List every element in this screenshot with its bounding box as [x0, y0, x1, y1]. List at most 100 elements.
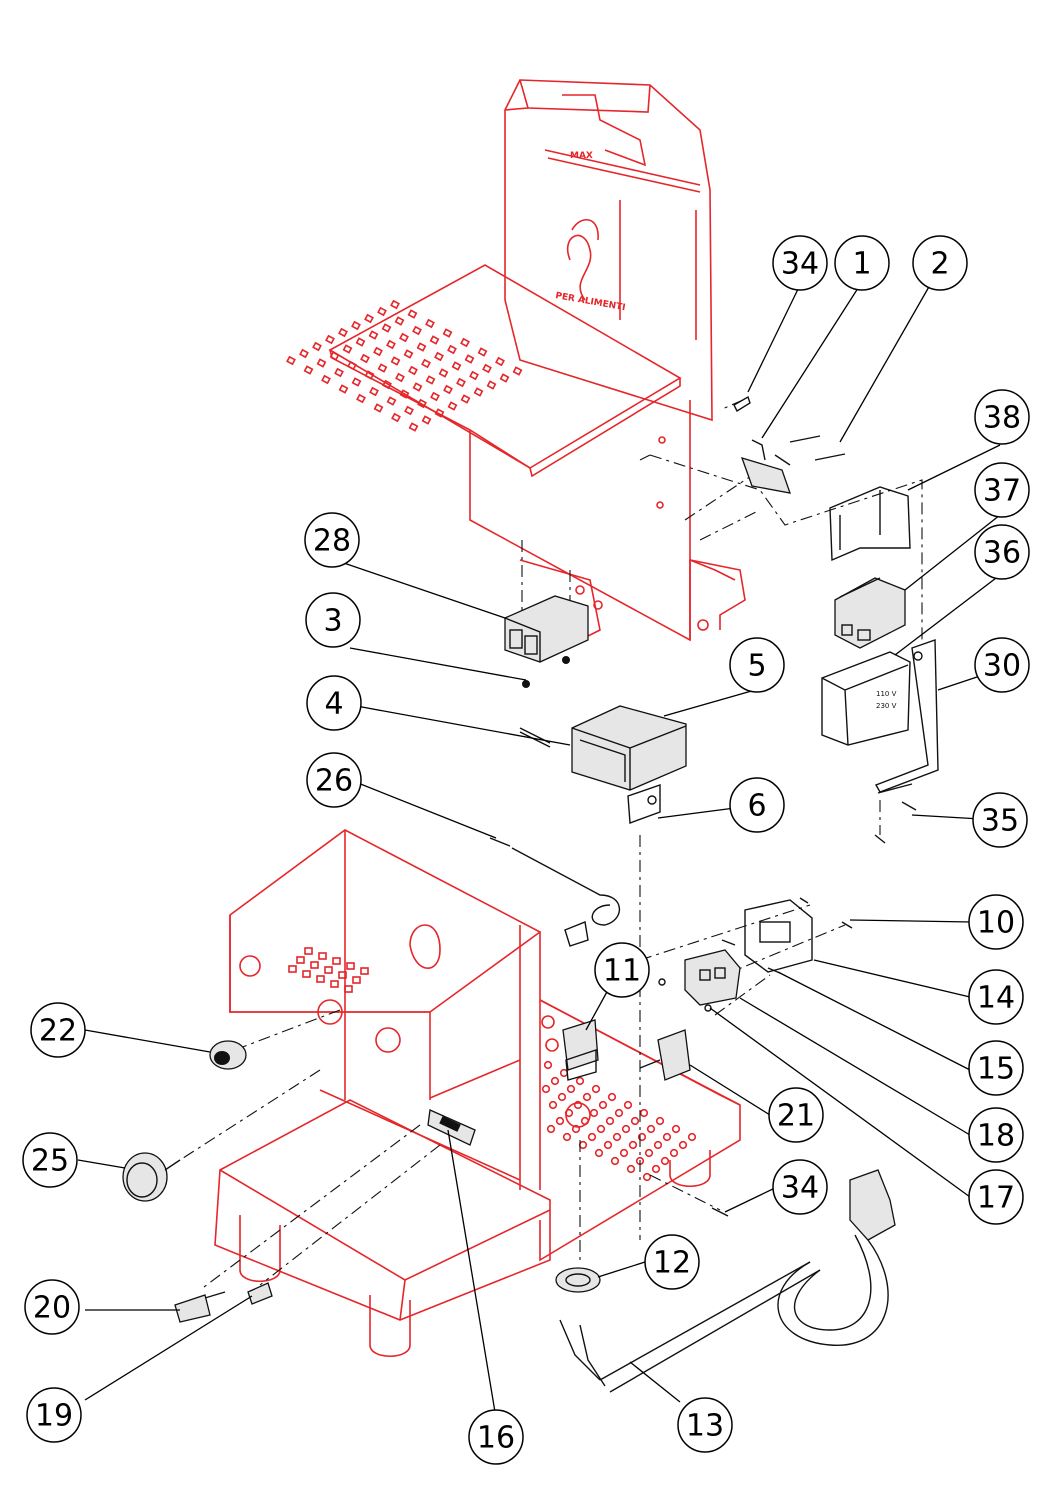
grille-square [288, 965, 297, 973]
base-hole [562, 1132, 572, 1142]
tray-hole [321, 374, 331, 385]
callout-c17: 17 [968, 1169, 1024, 1225]
callout-c16: 16 [468, 1409, 524, 1465]
tray-hole [399, 389, 410, 399]
callout-circle [834, 235, 890, 291]
base-plate-holes [541, 1060, 697, 1182]
callout-c5: 5 [729, 637, 785, 693]
callout-circle [24, 1279, 80, 1335]
tray-hole [443, 384, 453, 395]
grille-square [324, 966, 333, 974]
tray-hole [412, 382, 423, 392]
grille-square [346, 962, 355, 970]
callout-number: 17 [977, 1181, 1015, 1216]
callout-circle [26, 1387, 82, 1443]
tray-hole [360, 353, 370, 364]
tray-hole [351, 377, 362, 387]
tray-hole [356, 393, 366, 404]
grille-square [316, 975, 325, 983]
base-hole [614, 1108, 624, 1118]
part-bracket-30 [874, 639, 939, 794]
base-hole [678, 1140, 688, 1150]
grille-square [296, 956, 305, 964]
callout-c12: 12 [644, 1234, 700, 1290]
tray-hole [386, 396, 397, 406]
callout-leaders [77, 284, 1001, 1413]
callout-number: 14 [977, 981, 1015, 1016]
tray-hole [399, 332, 409, 343]
base-hole [671, 1124, 681, 1134]
callout-number: 25 [31, 1144, 69, 1179]
base-hole [541, 1084, 551, 1094]
callout-circle [972, 792, 1028, 848]
part-screw-34b [711, 1207, 729, 1217]
tank-max-label: MAX [570, 151, 593, 161]
tray-hole [286, 355, 296, 366]
tray-hole [460, 394, 471, 404]
part-transformer-box-36: 110 V 230 V [821, 651, 911, 746]
base-hole [610, 1156, 620, 1166]
callout-c11: 11 [594, 942, 650, 998]
callout-number: 3 [323, 604, 342, 639]
base-hole [626, 1164, 636, 1174]
part-screws-2 [789, 435, 846, 461]
callout-number: 35 [981, 804, 1019, 839]
voltage-230-label: 230 V [876, 702, 897, 710]
tray-hole [425, 318, 435, 329]
callout-c21: 21 [768, 1087, 824, 1143]
tray-hole [421, 358, 431, 369]
base-hole [623, 1100, 633, 1110]
callout-circle [968, 1040, 1024, 1096]
tray-hole [495, 356, 505, 367]
callout-number: 1 [852, 247, 871, 282]
callout-circle [772, 235, 828, 291]
tray-hole [369, 386, 379, 397]
callout-c3: 3 [305, 592, 361, 648]
grille-square [332, 957, 341, 965]
tray-hole [395, 372, 405, 383]
tray-hole [456, 377, 466, 388]
base-hole [596, 1124, 606, 1134]
tray-hole [347, 360, 357, 371]
tray-hole [394, 316, 405, 326]
base-hole [603, 1140, 613, 1150]
grille-square [338, 971, 347, 979]
tray-hole [386, 339, 396, 350]
callout-c19: 19 [26, 1387, 82, 1443]
tray-hole [421, 415, 432, 425]
tray-hole [312, 341, 322, 352]
part-electronic-unit-5 [571, 705, 687, 791]
callout-circle [768, 1087, 824, 1143]
part-screw-4 [519, 727, 551, 748]
callout-number: 26 [315, 764, 353, 799]
part-cover-38 [829, 486, 911, 562]
base-hole [550, 1076, 560, 1086]
tray-hole [407, 309, 418, 319]
base-hole [594, 1148, 604, 1158]
callout-circle [968, 1169, 1024, 1225]
callout-c20: 20 [24, 1279, 80, 1335]
base-hole [662, 1132, 672, 1142]
tray-hole [482, 363, 492, 374]
tray-hole [404, 405, 414, 416]
callout-circle [974, 637, 1030, 693]
callout-number: 22 [39, 1014, 77, 1049]
part-micro-switch-1 [740, 439, 791, 494]
tray-hole [364, 370, 375, 380]
base-hole [619, 1148, 629, 1158]
base-hole [543, 1060, 553, 1070]
tray-hole [377, 363, 388, 373]
base-hole [646, 1124, 656, 1134]
callout-number: 6 [747, 789, 766, 824]
part-display-16 [427, 1109, 476, 1146]
tray-hole [373, 403, 384, 413]
base-hole [644, 1148, 654, 1158]
callout-number: 38 [983, 401, 1021, 436]
base-hole [555, 1116, 565, 1126]
tray-hole [408, 365, 418, 376]
part-light-22 [209, 1040, 247, 1070]
callout-circle [968, 1107, 1024, 1163]
tray-hole [299, 348, 309, 359]
callout-circle [594, 942, 650, 998]
